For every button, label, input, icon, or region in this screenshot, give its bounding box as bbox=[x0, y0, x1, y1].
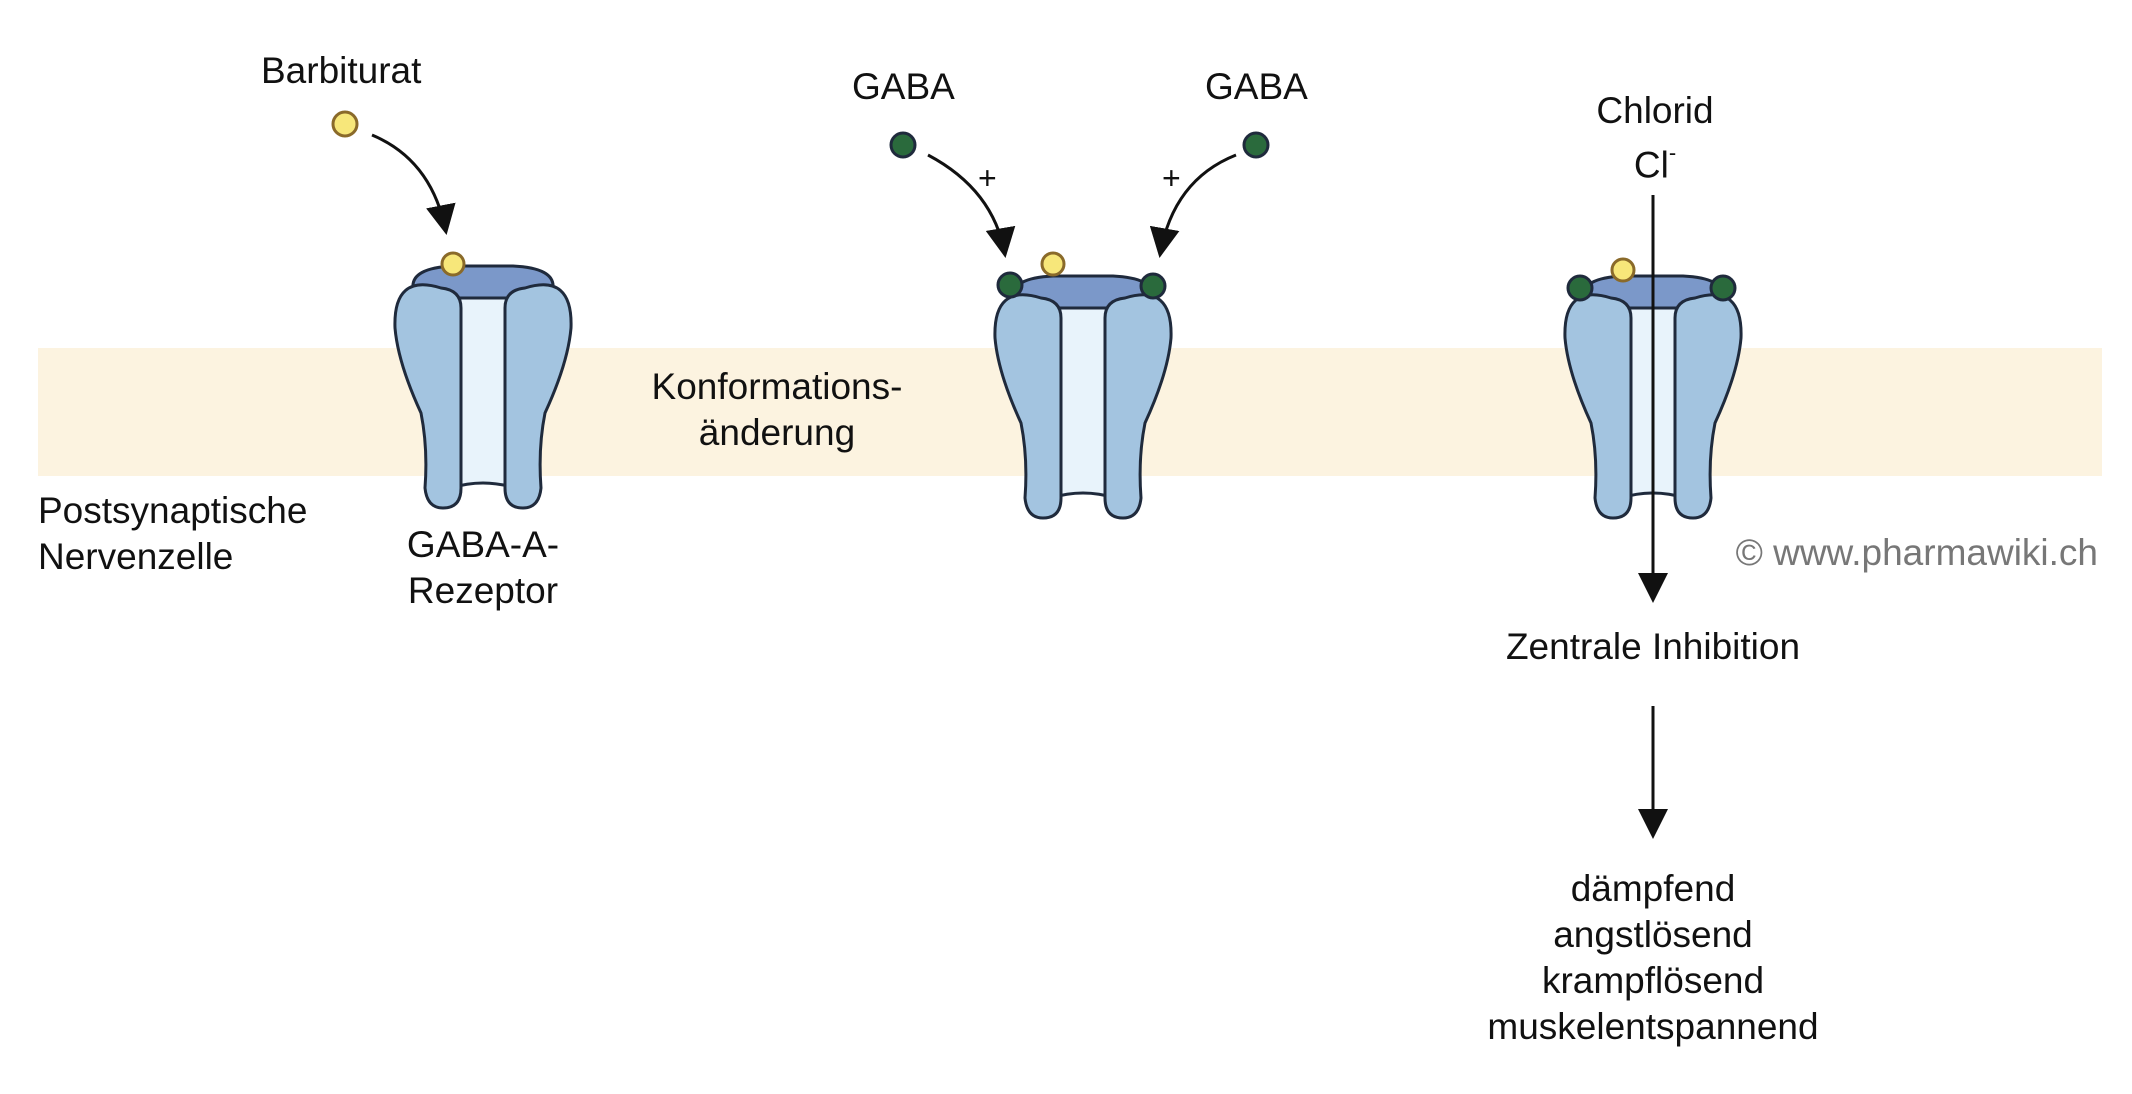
barbiturate-label: Barbiturat bbox=[261, 50, 422, 91]
receptor-line-2: Rezeptor bbox=[407, 570, 559, 611]
receptor-line-1: GABA-A- bbox=[406, 524, 560, 565]
copyright-notice: © www.pharmawiki.ch bbox=[1735, 532, 2098, 573]
barbiturate-bound-icon bbox=[1610, 257, 1636, 283]
chloride-formula: Cl- bbox=[1596, 134, 1713, 188]
plus-sign-left: + bbox=[978, 160, 997, 196]
plus-sign-right: + bbox=[1162, 160, 1181, 196]
effect-item: krampflösend bbox=[1541, 960, 1765, 1001]
cell-line-2: Nervenzelle bbox=[38, 536, 234, 577]
gaba-label-right: GABA bbox=[1205, 66, 1308, 107]
effects-list: dämpfend angstlösend krampflösend muskel… bbox=[1487, 866, 1818, 1050]
gaba-bound-icon bbox=[1139, 272, 1167, 300]
effect-item: muskelentspannend bbox=[1487, 1006, 1819, 1047]
gaba-binding-arrow-right bbox=[1149, 153, 1237, 258]
barbiturate-bound-icon bbox=[440, 251, 466, 277]
gaba-bound-icon bbox=[1709, 274, 1737, 302]
gaba-bound-icon bbox=[1566, 274, 1594, 302]
barbiturate-bound-icon bbox=[1040, 251, 1066, 277]
gaba-label-left: GABA bbox=[852, 66, 955, 107]
barbiturate-icon bbox=[331, 110, 359, 138]
chloride-name: Chlorid bbox=[1596, 90, 1714, 131]
conformation-change-label: Konformations- änderung bbox=[652, 364, 903, 456]
gaba-binding-arrow-left bbox=[927, 153, 1016, 258]
chloride-label: Chlorid Cl- bbox=[1596, 88, 1713, 188]
gaba-bound-icon bbox=[996, 271, 1024, 299]
gaba-icon bbox=[1242, 131, 1270, 159]
effect-item: angstlösend bbox=[1553, 914, 1753, 955]
chloride-symbol: Cl bbox=[1633, 144, 1669, 186]
cell-line-1: Postsynaptische bbox=[38, 490, 308, 531]
receptor-label: GABA-A- Rezeptor bbox=[407, 522, 559, 614]
postsynaptic-cell-label: Postsynaptische Nervenzelle bbox=[38, 488, 307, 580]
conformation-line-2: änderung bbox=[698, 412, 856, 453]
inhibition-label: Zentrale Inhibition bbox=[1505, 626, 1801, 667]
effect-item: dämpfend bbox=[1570, 868, 1736, 909]
barbiturate-binding-arrow bbox=[371, 133, 456, 235]
conformation-line-1: Konformations- bbox=[651, 366, 903, 407]
chloride-charge: - bbox=[1668, 140, 1677, 165]
gaba-a-receptor-activated bbox=[993, 274, 1173, 520]
gaba-icon bbox=[889, 131, 917, 159]
